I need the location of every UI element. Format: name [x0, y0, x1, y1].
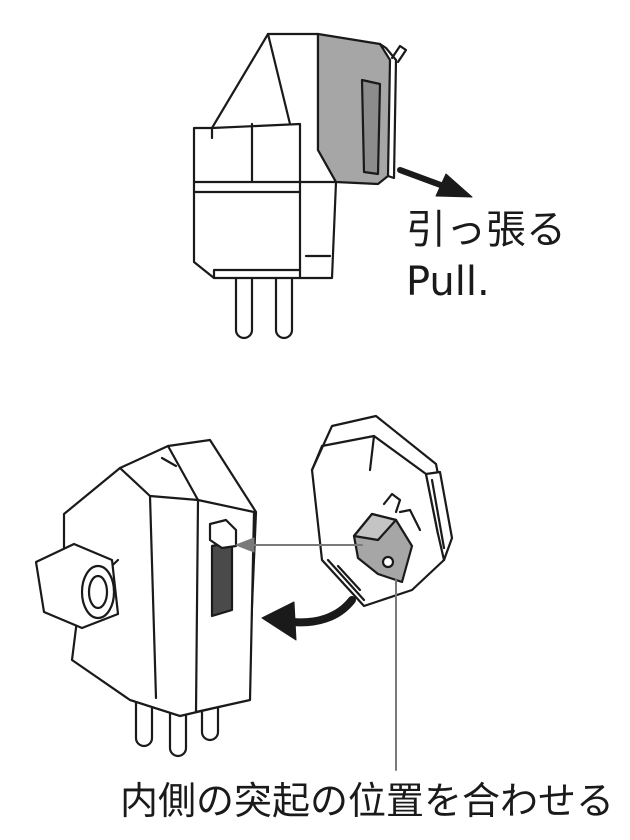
- top-stylus-grip: [360, 78, 382, 176]
- pull-label-jp: 引っ張る: [406, 207, 566, 253]
- bottom-cartridge: [34, 438, 258, 758]
- bottom-stylus-block-hole: [381, 555, 395, 569]
- top-stylus-cantilever: [390, 44, 408, 64]
- top-cartridge-body: [192, 32, 338, 280]
- arrow-left-icon: [235, 537, 363, 553]
- bottom-cartridge-slot: [210, 540, 234, 618]
- bottom-cartridge-notch: [208, 518, 238, 550]
- bottom-stylus-housing: [310, 414, 452, 608]
- top-cartridge: [192, 32, 408, 340]
- align-protrusion-label: 内側の突起の位置を合わせる: [120, 779, 615, 823]
- bottom-stylus: [310, 414, 454, 608]
- bottom-cartridge-tab-hole: [80, 564, 116, 620]
- arrow-right-down-icon: [397, 167, 473, 198]
- top-cartridge-panel-lines: [192, 32, 338, 280]
- curved-arrow-left-icon: [261, 596, 356, 641]
- bottom-stylus-block-top: [352, 512, 398, 542]
- pull-label-en: Pull.: [406, 259, 490, 305]
- bottom-stylus-inner-lines: [310, 434, 440, 602]
- bottom-cartridge-panel-lines: [78, 444, 200, 718]
- top-stylus-edge: [378, 42, 398, 180]
